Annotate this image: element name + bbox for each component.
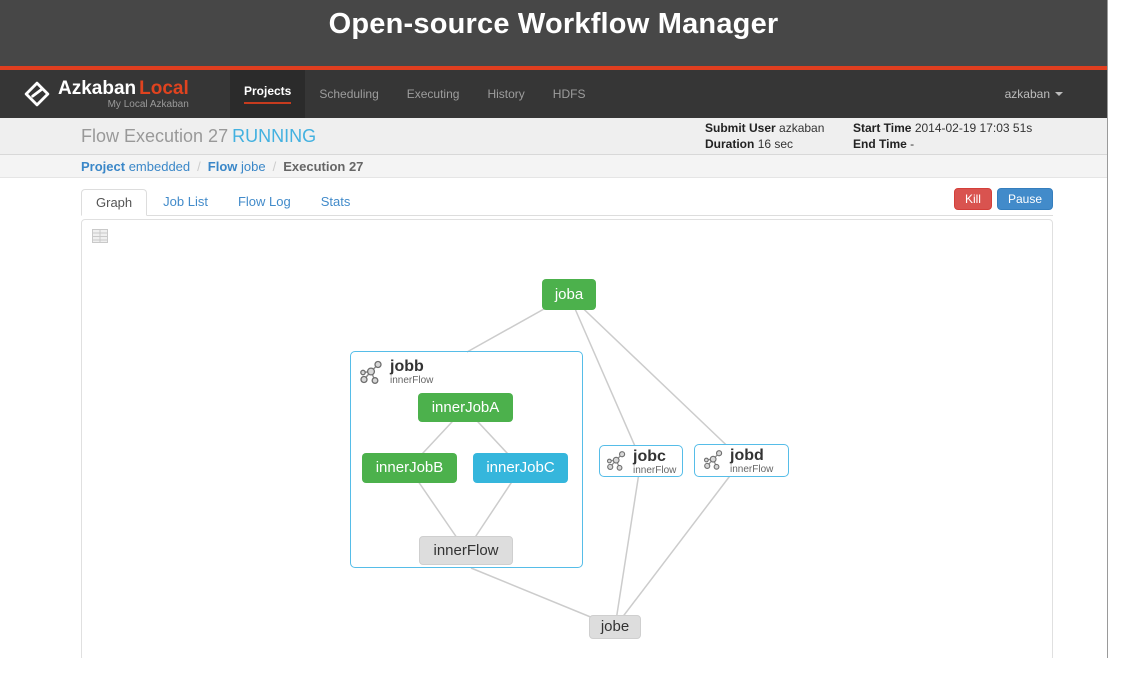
azkaban-logo-icon — [24, 81, 50, 107]
tab-flow-log[interactable]: Flow Log — [237, 194, 291, 209]
node-innerjobb[interactable]: innerJobB — [362, 453, 457, 483]
user-name: azkaban — [1004, 87, 1050, 101]
accent-divider — [0, 66, 1107, 70]
brand-name: Azkaban — [58, 77, 137, 99]
kill-button[interactable]: Kill — [953, 188, 992, 210]
caret-down-icon — [1055, 92, 1063, 96]
crumb-project[interactable]: Project embedded — [81, 158, 191, 174]
tabs-row: Graph Job List Flow Log Stats Kill Pause — [81, 188, 1053, 216]
flow-graph-icon — [360, 360, 382, 384]
crumb-current: Execution 27 — [283, 158, 364, 174]
flow-box-subtitle: innerFlow — [390, 375, 434, 386]
tab-graph[interactable]: Graph — [81, 189, 148, 216]
crumb-separator: / — [272, 158, 277, 174]
nav-item-scheduling[interactable]: Scheduling — [319, 87, 379, 101]
grid-options-icon[interactable] — [92, 229, 108, 243]
nav-item-executing[interactable]: Executing — [406, 87, 460, 101]
tabs: Graph Job List Flow Log Stats — [81, 189, 366, 216]
node-jobe[interactable]: jobe — [589, 615, 641, 639]
meta-value: 2014-02-19 17:03 51s — [914, 121, 1033, 135]
flow-graph-icon — [606, 451, 626, 471]
flow-box-jobc[interactable]: jobc innerFlow — [599, 445, 683, 477]
node-innerflow[interactable]: innerFlow — [419, 536, 513, 565]
pause-button[interactable]: Pause — [996, 188, 1053, 210]
nav-item-projects[interactable]: Projects — [230, 70, 306, 118]
tab-stats[interactable]: Stats — [320, 194, 351, 209]
flow-graph-icon — [703, 450, 723, 470]
flow-box-title: jobb — [390, 358, 424, 375]
flow-box-title: jobc — [633, 448, 666, 465]
node-joba[interactable]: joba — [542, 279, 596, 310]
main-nav: Projects Scheduling Executing History HD… — [230, 70, 599, 118]
brand-local: Local — [139, 77, 189, 99]
meta-value: azkaban — [779, 121, 825, 135]
top-banner: Open-source Workflow Manager — [0, 0, 1107, 66]
breadcrumb-bar: Project embedded / Flow jobe / Execution… — [0, 155, 1107, 178]
crumb-separator: / — [197, 158, 201, 174]
status-badge: RUNNING — [232, 125, 317, 146]
tab-job-list[interactable]: Job List — [163, 194, 208, 209]
meta-label: End Time — [853, 137, 907, 151]
breadcrumb: Project embedded / Flow jobe / Execution… — [81, 159, 1053, 174]
meta-label: Submit User — [705, 121, 776, 135]
banner-title: Open-source Workflow Manager — [328, 8, 779, 40]
meta-label: Start Time — [853, 121, 912, 135]
flow-box-subtitle: innerFlow — [730, 464, 774, 475]
nav-item-history[interactable]: History — [487, 87, 525, 101]
node-innerjobc[interactable]: innerJobC — [473, 453, 568, 483]
nav-item-hdfs[interactable]: HDFS — [552, 87, 586, 101]
meta-value: 16 sec — [757, 137, 794, 151]
main-content: Graph Job List Flow Log Stats Kill Pause — [81, 188, 1053, 658]
crumb-flow[interactable]: Flow jobe — [207, 158, 266, 174]
flow-box-jobd[interactable]: jobd innerFlow — [694, 444, 789, 477]
brand-subtitle: My Local Azkaban — [107, 98, 189, 110]
user-menu[interactable]: azkaban — [1005, 70, 1063, 118]
flow-box-title: jobd — [730, 447, 764, 464]
node-innerjoba[interactable]: innerJobA — [418, 393, 513, 422]
execution-meta: Submit User azkaban Duration 16 sec Star… — [705, 120, 1053, 152]
graph-panel: jobb innerFlow joba innerJobA innerJobB … — [81, 219, 1053, 658]
meta-label: Duration — [705, 137, 755, 151]
flow-box-subtitle: innerFlow — [633, 465, 677, 476]
meta-value: - — [910, 137, 915, 151]
flow-box-jobb[interactable]: jobb innerFlow — [350, 351, 583, 568]
